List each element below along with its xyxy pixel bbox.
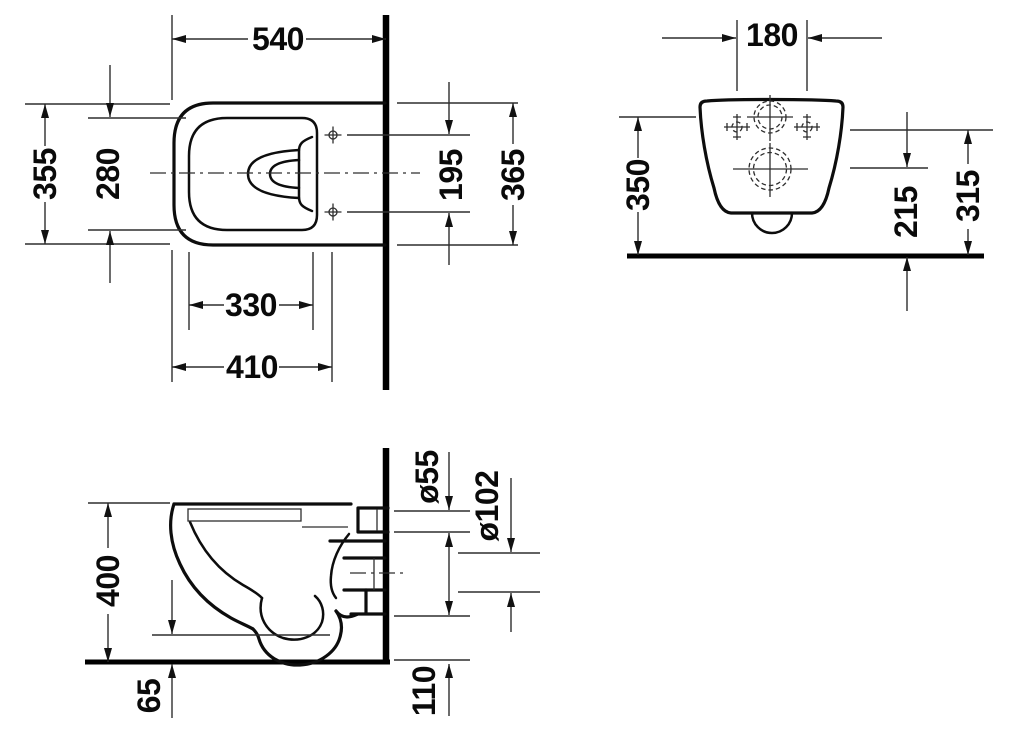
dim-label-400: 400: [90, 555, 126, 607]
dim-inner-rim-width: 280: [90, 65, 126, 283]
dim-label-o55: ø55: [409, 450, 445, 504]
dim-label-365: 365: [495, 149, 531, 201]
side-view: 400 65 ø55 ø102 110: [85, 448, 540, 718]
dim-inlet-center-height: 350: [620, 117, 656, 255]
dim-label-180: 180: [746, 17, 798, 53]
bowl-spout-outline: [297, 135, 314, 213]
dim-overall-depth: 540: [172, 21, 386, 57]
dim-label-65: 65: [131, 679, 167, 714]
seat-section: [187, 508, 302, 522]
dim-fixing-hole-spacing-rear: 180: [662, 17, 882, 53]
dim-label-330: 330: [225, 287, 277, 323]
dim-fixing-hole-depth: 410: [172, 349, 332, 385]
plan-view: 540 355 280 195 365 330: [25, 15, 531, 390]
dim-label-195: 195: [433, 149, 469, 201]
dim-overall-width: 355: [27, 104, 63, 244]
dim-inner-rim-length: 330: [189, 287, 313, 323]
dim-outlet-diameter: ø102: [469, 471, 515, 632]
bowl-rim-outline: [187, 116, 319, 232]
bowl-inner-outline: [246, 148, 301, 200]
water-surface-outline: [268, 158, 301, 190]
extension-lines: [88, 502, 540, 661]
dim-label-315: 315: [950, 170, 986, 222]
dim-fixing-hole-spacing-plan: 195: [433, 82, 469, 265]
dim-fixing-hole-height: 315: [950, 130, 986, 255]
dim-label-350: 350: [620, 159, 656, 211]
outlet-pipe-section: [328, 539, 387, 619]
dim-ceramic-width: 365: [495, 103, 531, 245]
toilet-body-outline: [698, 97, 845, 215]
dim-label-355: 355: [27, 148, 63, 200]
dim-label-215: 215: [888, 186, 924, 238]
extension-lines: [25, 15, 518, 382]
extension-lines: [619, 20, 993, 169]
dim-label-540: 540: [252, 21, 304, 57]
toilet-section-outline: [169, 502, 353, 667]
water-inlet-circle: [747, 95, 793, 141]
fixing-hole-top: [324, 126, 342, 144]
rear-view: 180 350 215 315: [619, 17, 993, 311]
dim-body-height: 400: [90, 503, 126, 662]
inlet-pipe-section: [356, 506, 390, 534]
dim-label-o102: ø102: [469, 471, 505, 542]
waste-outlet-circle: [733, 143, 808, 197]
fixing-hole-left: [724, 114, 750, 140]
dim-outlet-center-height: 215: [888, 112, 924, 311]
dim-underside-height: 110: [406, 664, 453, 716]
dim-label-280: 280: [90, 148, 126, 200]
dim-inlet-diameter: ø55: [409, 450, 453, 615]
toilet-body-outline: [172, 101, 387, 247]
outlet-pipe-outline: [750, 211, 794, 235]
dim-label-110: 110: [406, 666, 442, 716]
fixing-hole-right: [794, 114, 820, 140]
fixing-hole-bottom: [324, 203, 342, 221]
dim-front-bottom-clearance: 65: [131, 580, 176, 718]
dim-label-410: 410: [226, 349, 278, 385]
